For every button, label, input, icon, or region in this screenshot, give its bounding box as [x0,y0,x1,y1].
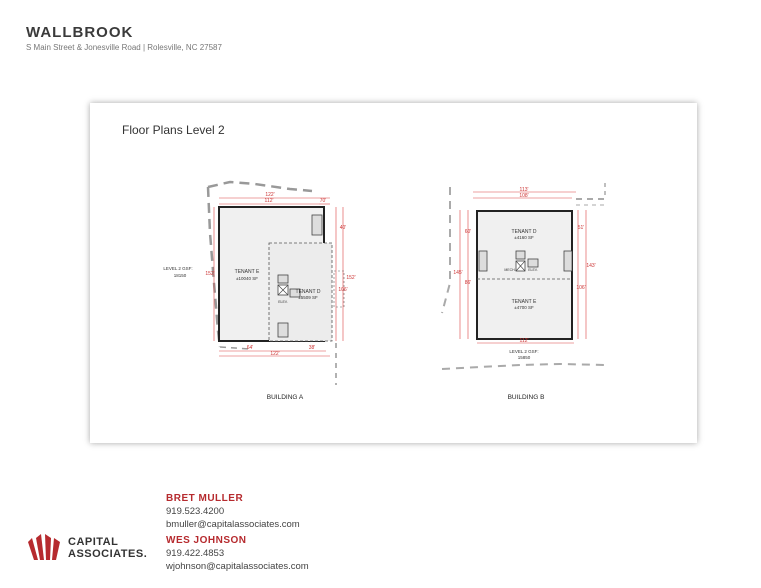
building-a-dim-top-small: 70' [320,198,327,204]
contact-name: BRET MULLER [166,493,244,504]
contact-phone[interactable]: 919.422.4853 [166,548,225,559]
building-a-dim-top-total: 122' [265,192,274,198]
contact-card: BRET MULLER 919.523.4200 bmuller@capital… [166,492,309,531]
building-b-dim-right-a: 51' [578,225,585,231]
logo-line1: CAPITAL [68,536,119,548]
building-b-tenant-d-area: ±4160 SF [514,235,534,240]
building-b-tenant-d-name: TENANT D [512,229,537,235]
contact-phone[interactable]: 919.523.4200 [166,506,225,517]
contact-card: WES JOHNSON 919.422.4853 wjohnson@capita… [166,534,309,573]
building-a-dim-top-main: 112' [265,198,274,204]
capital-associates-logo: CAPITAL ASSOCIATES. [26,530,166,570]
building-a-gsf-value: 18150 [174,273,187,278]
panel-title: Floor Plans Level 2 [122,123,225,137]
building-b-dim-left-a: 60' [465,229,472,235]
contact-email[interactable]: bmuller@capitalassociates.com [166,519,300,530]
page-title: WALLBROOK [26,24,134,41]
floor-plans-drawing: 122' 112' 70' 152' 40' 106' 152' 64' 38'… [163,180,606,401]
building-a-dim-bottom-left: 64' [247,345,254,351]
building-a-gsf-label: LEVEL 2 GSF: [163,266,192,271]
building-b-elevator: ELEV. [528,268,538,272]
building-b-tenant-e-area: ±4700 SF [514,305,534,310]
building-a-dim-bottom-total: 122' [270,351,279,357]
building-a-tenant-d-area: ±5509 SF [298,295,318,300]
building-b-gsf-label: LEVEL 2 GSF: [509,349,538,354]
building-a-tenant-d-name: TENANT D [296,289,321,295]
building-a-tenant-e-name: TENANT E [235,269,260,275]
building-b-dim-top-main: 108' [519,193,528,199]
building-b-dim-top-total: 113' [520,187,529,193]
building-a-dim-left: 152' [205,271,214,277]
building-b-dim-left-b: 86' [465,280,472,286]
building-b-label: BUILDING B [508,394,545,401]
building-b-plan [441,183,606,370]
building-a-dim-right-main: 152' [346,275,355,281]
contacts-block: BRET MULLER 919.523.4200 bmuller@capital… [166,492,309,576]
logo-line2: ASSOCIATES. [68,548,148,560]
building-a-tenant-e-area: ±10040 SF [236,276,258,281]
building-b-dim-right-b: 106' [576,285,585,291]
building-b-dim-left-total: 145' [453,270,462,276]
floor-plan-panel: Floor Plans Level 2 [90,103,697,443]
building-a-elevator: ELEV. [278,300,288,304]
building-b-dim-bottom: 112' [520,338,529,344]
building-b-mech: MECH. [504,268,515,272]
building-b-tenant-e-name: TENANT E [512,299,537,305]
page-address: S Main Street & Jonesville Road | Rolesv… [26,43,222,52]
logo-mark-icon [28,534,60,560]
contact-name: WES JOHNSON [166,535,247,546]
building-a-label: BUILDING A [267,394,304,401]
building-a-dim-right-b: 106' [338,287,347,293]
building-a-dim-right-a: 40' [340,225,347,231]
building-a-plan [206,180,345,385]
building-a-dim-bottom-right: 38' [309,345,316,351]
building-b-gsf-value: 15850 [518,355,531,360]
building-b-dim-right-total: 143' [586,263,595,269]
contact-email[interactable]: wjohnson@capitalassociates.com [166,561,309,572]
